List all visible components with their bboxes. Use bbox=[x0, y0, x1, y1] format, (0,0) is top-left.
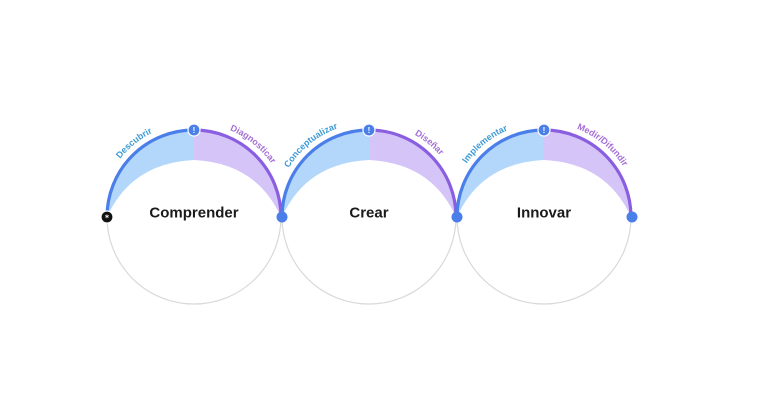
stage-title: Crear bbox=[349, 205, 388, 222]
right-arc bbox=[542, 128, 633, 219]
right-sector-fill bbox=[544, 130, 631, 217]
info-marker[interactable] bbox=[187, 123, 201, 137]
left-sector-fill bbox=[107, 130, 194, 217]
stage-comprender: Descubrir Diagnosticar ! Comprender bbox=[105, 123, 283, 305]
stage-title: Comprender bbox=[149, 205, 238, 222]
right-arc bbox=[192, 128, 283, 219]
info-marker-icon: ! bbox=[193, 126, 196, 135]
junction-node-1[interactable] bbox=[276, 211, 288, 223]
junction-node-2[interactable] bbox=[451, 211, 463, 223]
left-arc bbox=[455, 128, 546, 219]
right-sector-fill bbox=[369, 130, 456, 217]
left-arc bbox=[280, 128, 371, 219]
right-sector-fill bbox=[194, 130, 281, 217]
stage-title: Innovar bbox=[517, 205, 571, 222]
info-marker[interactable] bbox=[537, 123, 551, 137]
stage-innovar: Implementar Medir/Difundir ! Innovar bbox=[455, 121, 633, 305]
info-marker-icon: ! bbox=[543, 126, 546, 135]
end-node[interactable] bbox=[626, 211, 638, 223]
stage-crear: Conceptualizar Diseñar ! Crear bbox=[280, 121, 458, 305]
info-marker[interactable] bbox=[362, 123, 376, 137]
left-arc bbox=[105, 128, 196, 219]
right-arc bbox=[367, 128, 458, 219]
left-sector-fill bbox=[282, 130, 369, 217]
info-marker-icon: ! bbox=[368, 126, 371, 135]
left-sector-fill bbox=[457, 130, 544, 217]
start-node[interactable] bbox=[100, 210, 114, 224]
start-node-icon: * bbox=[105, 214, 110, 223]
